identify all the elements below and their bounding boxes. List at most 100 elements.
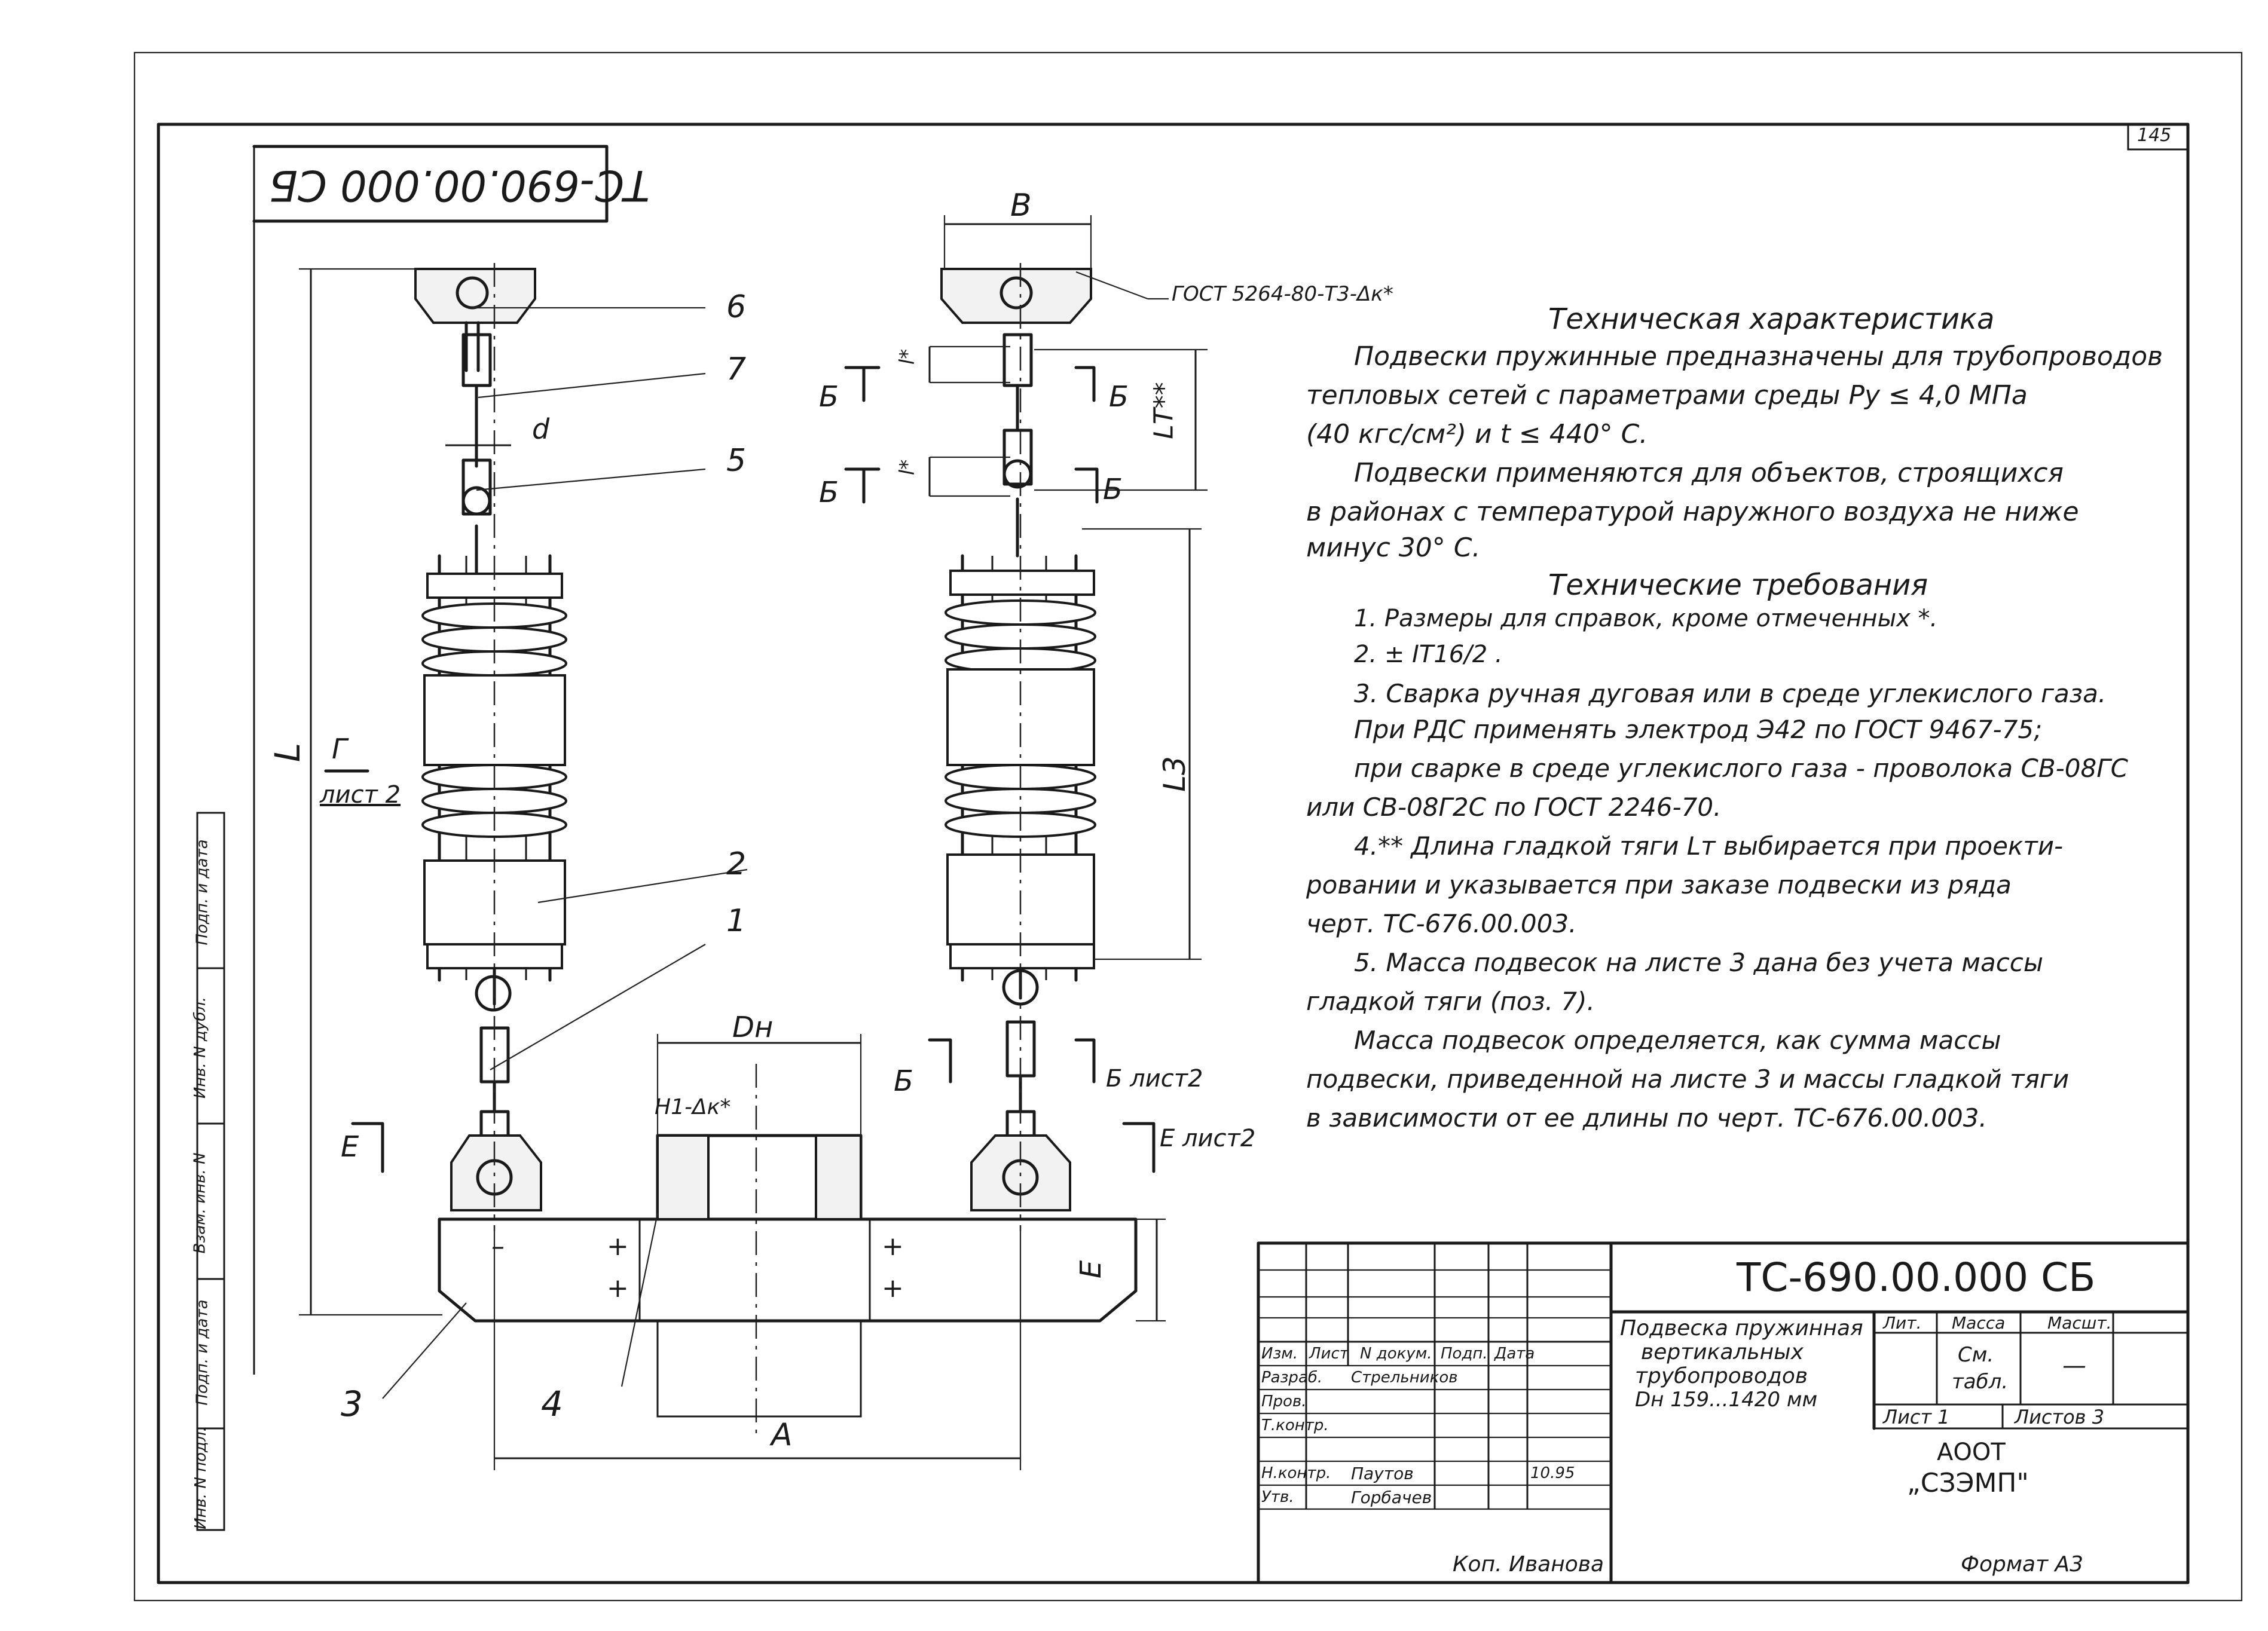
pos-label-1: 1 bbox=[726, 903, 747, 939]
product-name-4: Dн 159...1420 мм bbox=[1635, 1388, 1818, 1412]
tb-header-izm: Изм. bbox=[1261, 1345, 1298, 1363]
tb-org-2: „СЗЭМП" bbox=[1907, 1468, 2029, 1498]
note-line: Подвески применяются для объектов, строя… bbox=[1354, 458, 2064, 488]
side-stamp-label: Инв. N подл. bbox=[191, 1427, 210, 1529]
product-name-3: трубопроводов bbox=[1635, 1364, 1808, 1388]
side-stamp-label: Подп. и дата bbox=[193, 1299, 212, 1406]
left-hanger-assembly bbox=[414, 263, 567, 1231]
pos-label-4: 4 bbox=[541, 1384, 563, 1424]
weld-callout-gost: ГОСТ 5264-80-Т3-Δк* bbox=[1172, 282, 1393, 306]
svg-text:+: + bbox=[882, 1231, 904, 1262]
side-stamp-label: Подп. и дата bbox=[193, 839, 212, 945]
dim-label-e: Е bbox=[1074, 1260, 1108, 1279]
note-line: (40 кгс/см²) и t ≤ 440° С. bbox=[1306, 419, 1648, 449]
tb-header-doc: N докум. bbox=[1360, 1345, 1432, 1363]
view-label-g: Г bbox=[332, 733, 347, 765]
notes-title-requirements: Технические требования bbox=[1548, 568, 1928, 602]
traverse-beam: + + + + – bbox=[438, 1064, 1138, 1434]
svg-text:+: + bbox=[607, 1273, 629, 1303]
view-ref-list2: лист 2 bbox=[320, 781, 401, 809]
dim-label-dn: Dн bbox=[732, 1011, 774, 1044]
dimension-lines bbox=[299, 215, 1208, 1470]
note-line: 4.** Длина гладкой тяги Lт выбирается пр… bbox=[1354, 831, 2064, 861]
note-line: Подвески пружинные предназначены для тру… bbox=[1354, 341, 2163, 372]
section-label-b5: Б bbox=[894, 1064, 913, 1098]
note-line: ровании и указывается при заказе подвеск… bbox=[1306, 870, 2012, 899]
section-label-e-list2: Е лист2 bbox=[1160, 1125, 1256, 1152]
note-line: подвески, приведенной на листе 3 и массы… bbox=[1306, 1064, 2070, 1094]
product-name-2: вертикальных bbox=[1641, 1340, 1804, 1364]
pos-label-6: 6 bbox=[726, 289, 747, 325]
outer-frame bbox=[133, 51, 2243, 1602]
sheet-number-box bbox=[2127, 123, 2189, 151]
svg-text:+: + bbox=[882, 1273, 904, 1303]
pos-label-7: 7 bbox=[726, 351, 747, 387]
stamp-box bbox=[252, 145, 609, 223]
dim-label-l3: L3 bbox=[1157, 756, 1192, 792]
note-line: черт. ТС-676.00.003. bbox=[1306, 909, 1577, 938]
section-label-b4: Б bbox=[1103, 473, 1123, 506]
section-label-b3: Б bbox=[819, 476, 839, 509]
side-stamp-label: Инв. N дубл. bbox=[191, 996, 210, 1099]
pos-label-2: 2 bbox=[726, 846, 747, 882]
tb-lit: Лит. bbox=[1883, 1313, 1922, 1333]
tb-mass-value-1: См. bbox=[1958, 1343, 1994, 1367]
svg-text:+: + bbox=[607, 1231, 629, 1262]
note-line: минус 30° С. bbox=[1306, 533, 1481, 563]
note-line: тепловых сетей с параметрами среды Ру ≤ … bbox=[1306, 380, 2028, 411]
section-label-b-list2: Б лист2 bbox=[1106, 1065, 1203, 1093]
tb-role: Т.контр. bbox=[1261, 1416, 1329, 1434]
dim-label-l: L bbox=[267, 742, 308, 763]
tb-sheet: Лист 1 bbox=[1883, 1406, 1950, 1428]
mirrored-stamp: ТС-690.00.000 СБ bbox=[269, 161, 650, 210]
tb-role: Пров. bbox=[1261, 1393, 1307, 1410]
dim-label-a: А bbox=[771, 1417, 793, 1453]
notes-title-characteristics: Техническая характеристика bbox=[1548, 302, 1995, 336]
note-line: 1. Размеры для справок, кроме отмеченных… bbox=[1354, 605, 1938, 632]
side-stamp bbox=[196, 812, 225, 1531]
tb-date: 10.95 bbox=[1530, 1464, 1575, 1482]
tb-copied-by: Коп. Иванова bbox=[1453, 1552, 1604, 1577]
note-line: в районах с температурой наружного возду… bbox=[1306, 497, 2079, 527]
right-hanger-assembly bbox=[940, 263, 1096, 1231]
dim-label-l2: l* bbox=[895, 459, 920, 476]
tb-name: Стрельников bbox=[1351, 1369, 1458, 1387]
pos-label-3: 3 bbox=[341, 1384, 363, 1424]
tb-name: Горбачев bbox=[1351, 1488, 1432, 1507]
section-label-b1: Б bbox=[819, 380, 839, 414]
dim-label-d: d bbox=[532, 413, 550, 445]
inner-frame bbox=[157, 123, 2190, 1584]
note-line: 3. Сварка ручная дуговая или в среде угл… bbox=[1354, 679, 2107, 708]
note-line: Масса подвесок определяется, как сумма м… bbox=[1354, 1026, 2001, 1055]
tb-name: Паутов bbox=[1351, 1464, 1414, 1483]
tb-scale: Масшт. bbox=[2047, 1313, 2112, 1333]
doc-code: ТС-690.00.000 СБ bbox=[1737, 1254, 2096, 1300]
tb-role: Разраб. bbox=[1261, 1369, 1323, 1387]
tb-header-list: Лист bbox=[1309, 1345, 1349, 1363]
tb-mass: Масса bbox=[1952, 1313, 2006, 1333]
tb-format: Формат А3 bbox=[1961, 1552, 2084, 1577]
note-line: или СВ-08Г2С по ГОСТ 2246-70. bbox=[1306, 792, 1722, 822]
svg-text:–: – bbox=[491, 1231, 505, 1262]
title-block-grid bbox=[1257, 1241, 2190, 1584]
note-line: гладкой тяги (поз. 7). bbox=[1306, 987, 1595, 1016]
tb-header-date: Дата bbox=[1494, 1345, 1535, 1363]
note-line: в зависимости от ее длины по черт. ТС-67… bbox=[1306, 1103, 1987, 1133]
dim-label-l1: l* bbox=[895, 348, 920, 365]
tb-org-1: АООТ bbox=[1937, 1439, 2006, 1466]
note-line: 2. ± IT16/2 . bbox=[1354, 641, 1503, 668]
sheet-number: 145 bbox=[2137, 125, 2172, 146]
tb-role: Н.контр. bbox=[1261, 1464, 1331, 1482]
tb-mass-value-2: табл. bbox=[1952, 1370, 2009, 1394]
note-line: 5. Масса подвесок на листе 3 дана без уч… bbox=[1354, 948, 2044, 977]
pos-label-5: 5 bbox=[726, 443, 747, 479]
note-line: При РДС применять электрод Э42 по ГОСТ 9… bbox=[1354, 715, 2043, 744]
dim-label-b: В bbox=[1010, 188, 1032, 224]
side-stamp-label: Взам. инв. N bbox=[191, 1152, 209, 1254]
product-name-1: Подвеска пружинная bbox=[1620, 1316, 1863, 1341]
weld-callout-h1: Н1-Δк* bbox=[655, 1095, 731, 1119]
section-label-e-left: Е bbox=[341, 1130, 359, 1164]
tb-scale-value: — bbox=[2062, 1352, 2086, 1379]
dim-label-lt: LТ** bbox=[1148, 382, 1179, 439]
